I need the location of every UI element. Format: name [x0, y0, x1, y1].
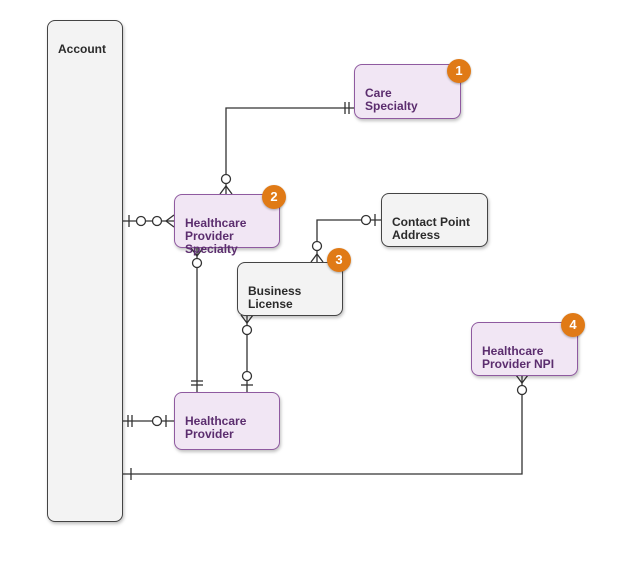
- many-mark: [515, 374, 529, 385]
- many-mark: [164, 214, 175, 228]
- entity-label: Care Specialty: [365, 86, 418, 113]
- entity-account[interactable]: Account: [47, 20, 123, 522]
- entity-label: Business License: [248, 284, 302, 311]
- entity-label: Healthcare Provider NPI: [482, 344, 555, 371]
- many-mark: [190, 247, 204, 258]
- entity-care-specialty[interactable]: Care Specialty: [354, 64, 461, 119]
- badge-healthcare-provider-specialty: 2: [262, 185, 286, 209]
- entity-label: Contact Point Address: [392, 215, 470, 242]
- entity-business-license[interactable]: Business License: [237, 262, 343, 316]
- zero-mark: [191, 257, 203, 269]
- entity-contact-point-address[interactable]: Contact Point Address: [381, 193, 488, 247]
- entity-label: Account: [58, 42, 106, 56]
- zero-mark: [220, 173, 232, 185]
- badge-business-license: 3: [327, 248, 351, 272]
- zero-mark: [151, 215, 163, 227]
- many-mark: [240, 314, 254, 325]
- badge-care-specialty: 1: [447, 59, 471, 83]
- zero-mark: [360, 214, 372, 226]
- zero-mark: [516, 384, 528, 396]
- entity-healthcare-provider-specialty[interactable]: Healthcare Provider Specialty: [174, 194, 280, 256]
- entity-healthcare-provider[interactable]: Healthcare Provider: [174, 392, 280, 450]
- zero-mark: [241, 324, 253, 336]
- entity-label: Healthcare Provider Specialty: [185, 216, 247, 256]
- zero-mark: [135, 215, 147, 227]
- entity-label: Healthcare Provider: [185, 414, 247, 441]
- relation-account-to-provider-npi: [122, 375, 523, 475]
- many-mark: [310, 252, 324, 263]
- zero-mark: [151, 415, 163, 427]
- entity-healthcare-provider-npi[interactable]: Healthcare Provider NPI: [471, 322, 578, 376]
- many-mark: [219, 184, 233, 195]
- relation-care-specialty-to-provider-specialty: [225, 107, 355, 194]
- zero-mark: [241, 370, 253, 382]
- badge-healthcare-provider-npi: 4: [561, 313, 585, 337]
- zero-mark: [311, 240, 323, 252]
